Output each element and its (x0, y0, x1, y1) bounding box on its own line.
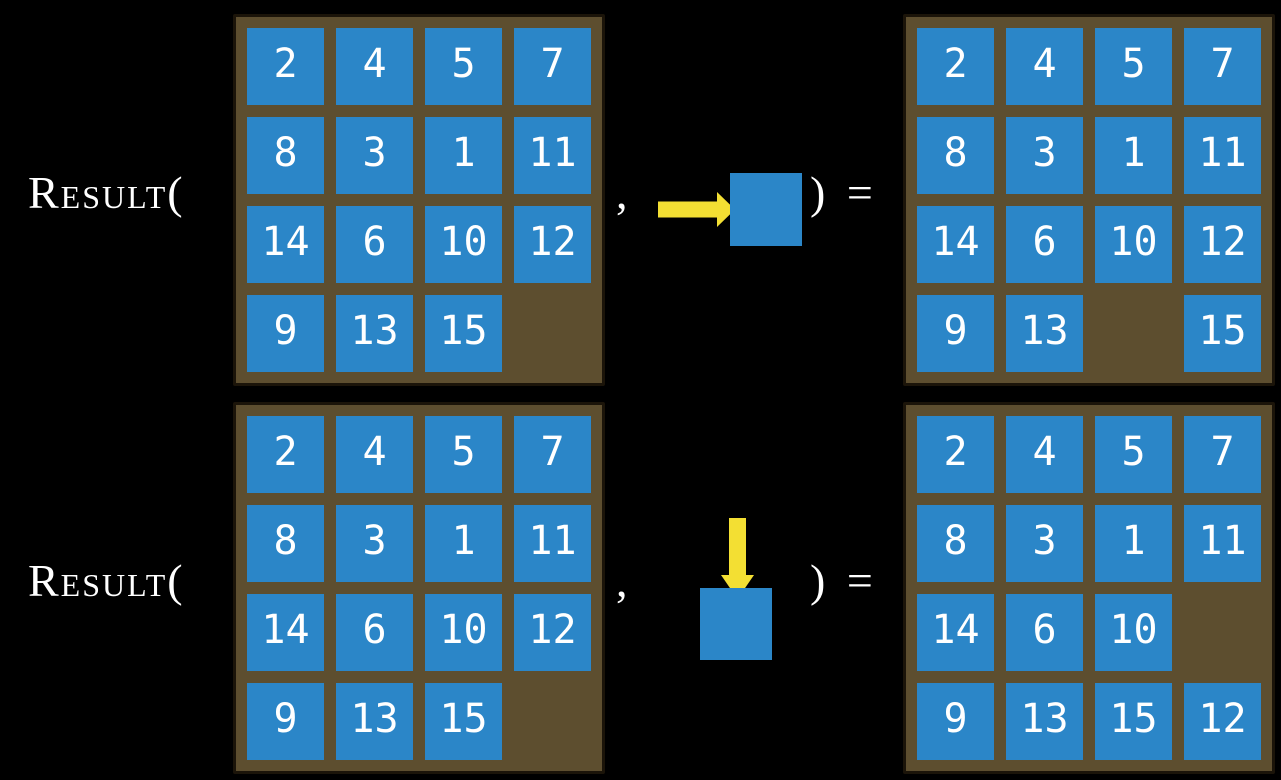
puzzle-tile-2: 2 (247, 416, 324, 493)
puzzle-tile-15: 15 (1184, 295, 1261, 372)
puzzle-tile-1: 1 (1095, 505, 1172, 582)
function-call-label: Result( (28, 558, 183, 604)
puzzle-tile-8: 8 (247, 505, 324, 582)
puzzle-tile-3: 3 (1006, 505, 1083, 582)
puzzle-tile-10: 10 (425, 206, 502, 283)
puzzle-tile-12: 12 (1184, 683, 1261, 760)
puzzle-tile-14: 14 (917, 594, 994, 671)
puzzle-tile-15: 15 (1095, 683, 1172, 760)
puzzle-tile-11: 11 (1184, 117, 1261, 194)
puzzle-tile-14: 14 (247, 206, 324, 283)
puzzle-tile-7: 7 (514, 416, 591, 493)
puzzle-tile-12: 12 (514, 206, 591, 283)
puzzle-tile-12: 12 (514, 594, 591, 671)
empty-cell (514, 683, 591, 760)
arrow-down-icon (721, 518, 754, 599)
open-paren: ( (167, 555, 183, 606)
puzzle-tile-1: 1 (1095, 117, 1172, 194)
puzzle-tile-3: 3 (336, 505, 413, 582)
puzzle-tile-2: 2 (917, 416, 994, 493)
puzzle-tile-4: 4 (336, 28, 413, 105)
arrow-right-icon (658, 192, 735, 227)
function-name: Result (28, 555, 168, 606)
puzzle-tile-8: 8 (247, 117, 324, 194)
puzzle-tile-5: 5 (425, 416, 502, 493)
puzzle-tile-4: 4 (336, 416, 413, 493)
puzzle-tile-11: 11 (514, 117, 591, 194)
close-paren-equals: ) = (810, 555, 873, 606)
comma-separator: , (616, 167, 628, 218)
puzzle-tile-6: 6 (336, 594, 413, 671)
empty-cell (514, 295, 591, 372)
close-paren-equals: ) = (810, 167, 873, 218)
puzzle-tile-13: 13 (336, 295, 413, 372)
puzzle-tile-7: 7 (1184, 416, 1261, 493)
puzzle-tile-7: 7 (1184, 28, 1261, 105)
puzzle-tile-9: 9 (247, 683, 324, 760)
puzzle-tile-8: 8 (917, 505, 994, 582)
puzzle-tile-10: 10 (425, 594, 502, 671)
puzzle-tile-10: 10 (1095, 594, 1172, 671)
puzzle-tile-1: 1 (425, 505, 502, 582)
puzzle-tile-4: 4 (1006, 28, 1083, 105)
puzzle-tile-11: 11 (1184, 505, 1261, 582)
puzzle-tile-9: 9 (917, 295, 994, 372)
puzzle-tile-13: 13 (1006, 295, 1083, 372)
puzzle-tile-5: 5 (1095, 416, 1172, 493)
puzzle-tile-13: 13 (1006, 683, 1083, 760)
puzzle-tile-3: 3 (336, 117, 413, 194)
puzzle-tile-8: 8 (917, 117, 994, 194)
puzzle-tile-15: 15 (425, 295, 502, 372)
puzzle-tile-6: 6 (336, 206, 413, 283)
function-name: Result (28, 167, 168, 218)
puzzle-tile-11: 11 (514, 505, 591, 582)
puzzle-tile-2: 2 (917, 28, 994, 105)
puzzle-tile-9: 9 (247, 295, 324, 372)
open-paren: ( (167, 167, 183, 218)
puzzle-tile-1: 1 (425, 117, 502, 194)
function-call-label: Result( (28, 170, 183, 216)
puzzle-tile-5: 5 (425, 28, 502, 105)
puzzle-tile-10: 10 (1095, 206, 1172, 283)
puzzle-tile-12: 12 (1184, 206, 1261, 283)
puzzle-tile-14: 14 (247, 594, 324, 671)
puzzle-tile-6: 6 (1006, 594, 1083, 671)
puzzle-tile-15: 15 (425, 683, 502, 760)
action-tile (730, 173, 802, 246)
empty-cell (1095, 295, 1172, 372)
puzzle-tile-13: 13 (336, 683, 413, 760)
comma-separator: , (616, 555, 628, 606)
puzzle-tile-9: 9 (917, 683, 994, 760)
puzzle-tile-7: 7 (514, 28, 591, 105)
puzzle-tile-4: 4 (1006, 416, 1083, 493)
puzzle-tile-3: 3 (1006, 117, 1083, 194)
empty-cell (1184, 594, 1261, 671)
action-tile (700, 588, 772, 660)
puzzle-tile-2: 2 (247, 28, 324, 105)
puzzle-tile-14: 14 (917, 206, 994, 283)
puzzle-tile-5: 5 (1095, 28, 1172, 105)
puzzle-tile-6: 6 (1006, 206, 1083, 283)
